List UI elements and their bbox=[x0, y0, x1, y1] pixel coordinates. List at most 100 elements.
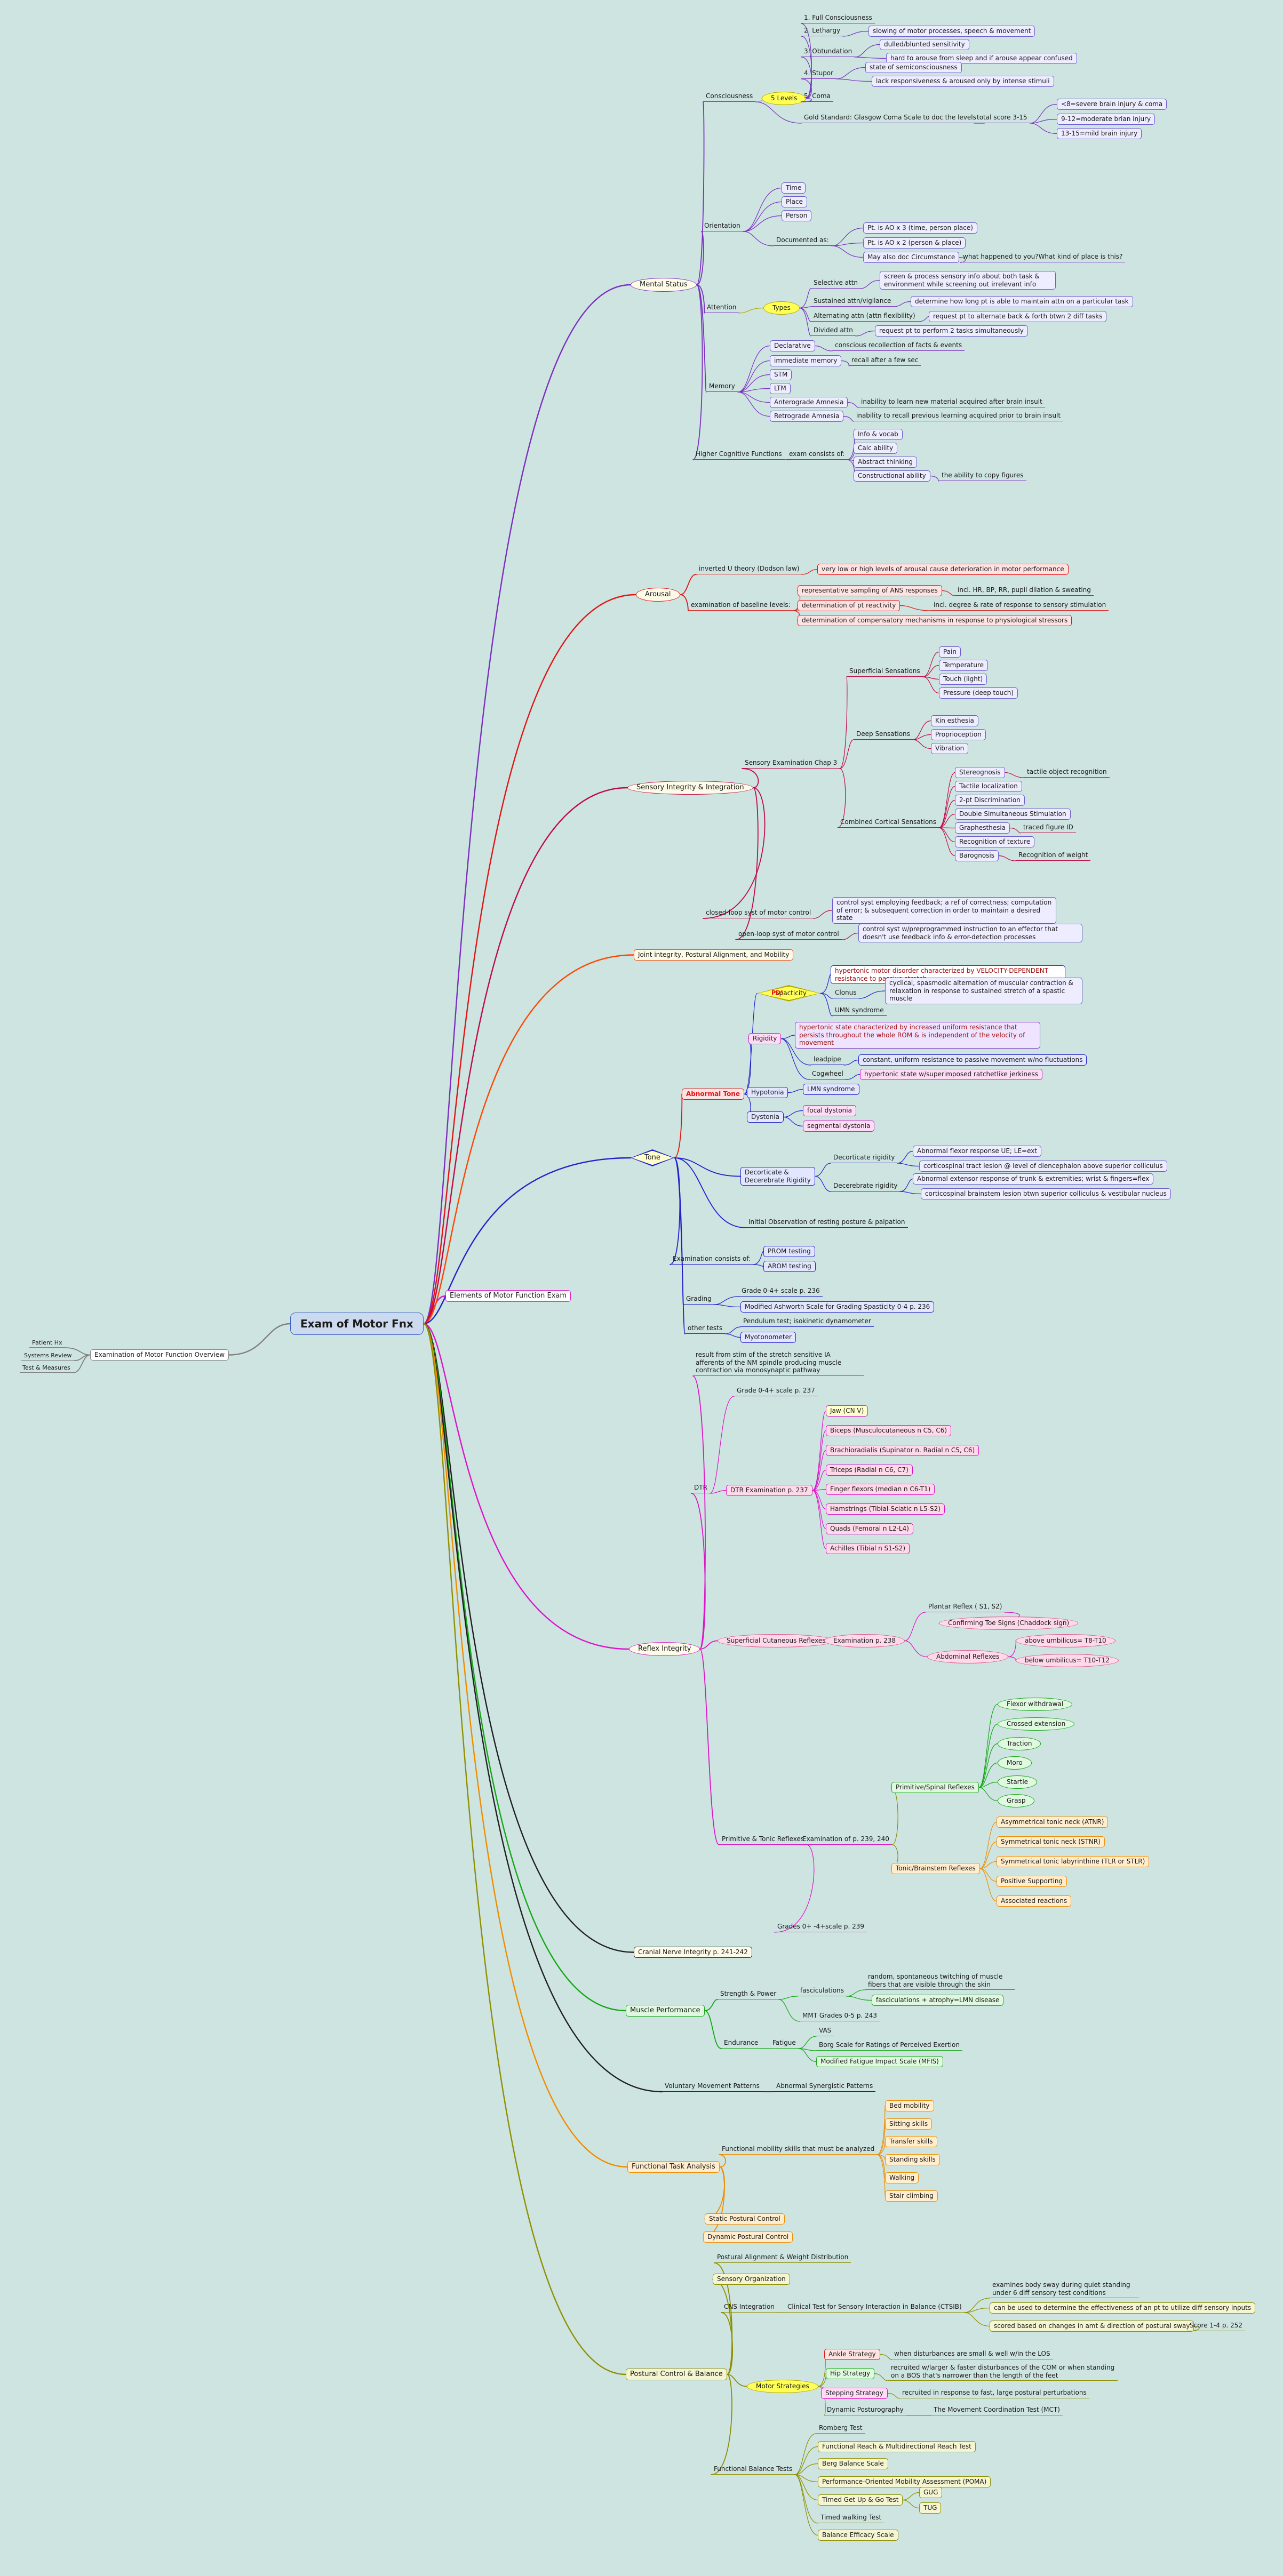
open-loop-desc[interactable]: control syst w/preprogrammed instruction… bbox=[858, 924, 1082, 943]
fasciculations-desc[interactable]: random, spontaneous twitching of muscle … bbox=[865, 1972, 1015, 1990]
patient-hx[interactable]: Patient Hx bbox=[29, 1339, 65, 1348]
voluntary-patterns[interactable]: Voluntary Movement Patterns bbox=[662, 2082, 762, 2092]
sensory-organization[interactable]: Sensory Organization bbox=[713, 2274, 790, 2285]
decerebrate[interactable]: Decerebrate rigidity bbox=[831, 1181, 901, 1191]
mem-anterograde-desc[interactable]: inability to learn new material acquired… bbox=[858, 397, 1045, 407]
dtr-brachioradialis[interactable]: Brachioradialis (Supinator n. Radial n C… bbox=[826, 1445, 979, 1456]
mct[interactable]: The Movement Coordination Test (MCT) bbox=[931, 2405, 1063, 2415]
berg[interactable]: Berg Balance Scale bbox=[818, 2458, 888, 2469]
standing-skills[interactable]: Standing skills bbox=[885, 2154, 940, 2165]
cutaneous-exam[interactable]: Examination p. 238 bbox=[824, 1634, 905, 1647]
exam-overview[interactable]: Examination of Motor Function Overview bbox=[90, 1349, 229, 1361]
mmt-grades[interactable]: MMT Grades 0-5 p. 243 bbox=[800, 2011, 880, 2021]
documented-as[interactable]: Documented as: bbox=[774, 236, 832, 246]
gcs-moderate[interactable]: 9-12=moderate brian injury bbox=[1057, 114, 1156, 125]
rigidity[interactable]: Rigidity bbox=[748, 1033, 782, 1044]
primitive-tonic[interactable]: Primitive & Tonic Reflexes bbox=[719, 1835, 807, 1845]
stupor-desc-2[interactable]: lack responsiveness & aroused only by in… bbox=[872, 76, 1054, 87]
arousal[interactable]: Arousal bbox=[636, 588, 680, 602]
arom-testing[interactable]: AROM testing bbox=[763, 1261, 816, 1272]
motor-strategies[interactable]: Motor Strategies bbox=[747, 2380, 818, 2393]
gcs-mild[interactable]: 13-15=mild brain injury bbox=[1057, 128, 1142, 139]
obtundation-desc-1[interactable]: dulled/blunted sensitivity bbox=[880, 39, 969, 50]
pt-reactivity-desc[interactable]: incl. degree & rate of response to senso… bbox=[931, 601, 1109, 611]
tone-other-tests[interactable]: other tests bbox=[685, 1324, 726, 1334]
plantar-reflex[interactable]: Plantar Reflex ( S1, S2) bbox=[926, 1602, 1005, 1612]
decorticate[interactable]: Decorticate rigidity bbox=[831, 1153, 898, 1163]
open-loop[interactable]: open-loop syst of motor control bbox=[736, 930, 842, 940]
pressure-deep[interactable]: Pressure (deep touch) bbox=[939, 687, 1018, 699]
mem-ltm[interactable]: LTM bbox=[770, 383, 791, 394]
closed-loop-desc[interactable]: control syst employing feedback; a ref o… bbox=[832, 897, 1056, 924]
functional-mobility[interactable]: Functional mobility skills that must be … bbox=[719, 2145, 878, 2155]
stnr[interactable]: Symmetrical tonic neck (STNR) bbox=[997, 1836, 1105, 1847]
tug[interactable]: TUG bbox=[919, 2502, 942, 2514]
barognosis[interactable]: Barognosis bbox=[955, 850, 999, 861]
postural-balance[interactable]: Postural Control & Balance bbox=[626, 2369, 727, 2380]
borg-scale[interactable]: Borg Scale for Ratings of Perceived Exer… bbox=[816, 2041, 962, 2051]
attn-types[interactable]: Types bbox=[763, 301, 800, 315]
ctsib-desc-3[interactable]: scored based on changes in amt & directi… bbox=[990, 2321, 1194, 2332]
dtr-achilles[interactable]: Achilles (Tibial n S1-S2) bbox=[826, 1543, 910, 1554]
doc-circumstance[interactable]: May also doc Circumstance bbox=[863, 252, 960, 263]
hypotonia[interactable]: Hypotonia bbox=[747, 1087, 788, 1098]
superficial-cutaneous[interactable]: Superficial Cutaneous Reflexes bbox=[718, 1634, 835, 1647]
myotonometer[interactable]: Myotonometer bbox=[740, 1332, 796, 1343]
abnormal-tone[interactable]: Abnormal Tone bbox=[682, 1089, 744, 1100]
texture-recognition[interactable]: Recognition of texture bbox=[955, 836, 1035, 847]
higher-cog-exam[interactable]: exam consists of: bbox=[786, 450, 848, 460]
attn-divided[interactable]: Divided attn bbox=[811, 326, 856, 336]
sensory-exam[interactable]: Sensory Examination Chap 3 bbox=[742, 758, 840, 769]
clonus[interactable]: Clonus bbox=[832, 988, 859, 998]
positive-supporting[interactable]: Positive Supporting bbox=[997, 1876, 1067, 1887]
barognosis-desc[interactable]: Recognition of weight bbox=[1016, 851, 1091, 861]
dystonia[interactable]: Dystonia bbox=[747, 1111, 784, 1123]
tests-measures[interactable]: Test & Measures bbox=[20, 1364, 73, 1373]
functional-reach[interactable]: Functional Reach & Multidirectional Reac… bbox=[818, 2441, 976, 2452]
tug-test[interactable]: Timed Get Up & Go Test bbox=[818, 2494, 903, 2506]
five-levels[interactable]: 5 Levels bbox=[762, 92, 807, 105]
attn-alternating-desc[interactable]: request pt to alternate back & forth btw… bbox=[929, 311, 1107, 322]
traction[interactable]: Traction bbox=[998, 1737, 1041, 1750]
dtr-biceps[interactable]: Biceps (Musculocutaneous n C5, C6) bbox=[826, 1425, 952, 1436]
inverted-u[interactable]: inverted U theory (Dodson law) bbox=[696, 564, 802, 574]
leadpipe[interactable]: leadpipe bbox=[811, 1055, 844, 1065]
cog-abstract[interactable]: Abstract thinking bbox=[854, 457, 917, 468]
primitive-spinal[interactable]: Primitive/Spinal Reflexes bbox=[891, 1782, 979, 1793]
fatigue[interactable]: Fatigue bbox=[770, 2038, 799, 2049]
vas[interactable]: VAS bbox=[816, 2026, 834, 2036]
segmental-dystonia[interactable]: segmental dystonia bbox=[803, 1121, 875, 1132]
flexor-withdrawal[interactable]: Flexor withdrawal bbox=[998, 1698, 1073, 1711]
dtr-triceps[interactable]: Triceps (Radial n C6, C7) bbox=[826, 1465, 913, 1476]
compensatory-mech[interactable]: determination of compensatory mechanisms… bbox=[798, 615, 1072, 626]
dtr-hamstrings[interactable]: Hamstrings (Tibial-Sciatic n L5-S2) bbox=[826, 1503, 945, 1515]
kinesthesia[interactable]: Kin esthesia bbox=[931, 715, 978, 726]
tone-exam-consists[interactable]: Examination consists of: bbox=[670, 1254, 754, 1265]
sensory-integrity[interactable]: Sensory Integrity & Integration bbox=[627, 781, 753, 795]
ans-sampling[interactable]: representative sampling of ANS responses bbox=[798, 585, 942, 596]
cogwheel-desc[interactable]: hypertonic state w/superimposed ratchetl… bbox=[860, 1069, 1043, 1080]
lethargy-desc[interactable]: slowing of motor processes, speech & mov… bbox=[868, 26, 1035, 37]
decort-decer[interactable]: Decorticate & Decerebrate Rigidity bbox=[740, 1167, 815, 1186]
lvl-full[interactable]: 1. Full Consciousness bbox=[801, 13, 875, 23]
ashworth[interactable]: Modified Ashworth Scale for Grading Spas… bbox=[740, 1301, 935, 1313]
attn-divided-desc[interactable]: request pt to perform 2 tasks simultaneo… bbox=[875, 325, 1028, 337]
lmn-syndrome[interactable]: LMN syndrome bbox=[803, 1084, 859, 1095]
romberg[interactable]: Romberg Test bbox=[816, 2423, 865, 2434]
poma[interactable]: Performance-Oriented Mobility Assessment… bbox=[818, 2476, 991, 2487]
bed-mobility[interactable]: Bed mobility bbox=[885, 2100, 934, 2111]
postural-alignment[interactable]: Postural Alignment & Weight Distribution bbox=[714, 2253, 851, 2263]
inverted-u-desc[interactable]: very low or high levels of arousal cause… bbox=[817, 564, 1069, 575]
decerebrate-desc-2[interactable]: corticospinal brainstem lesion btwn supe… bbox=[921, 1188, 1171, 1199]
dtr[interactable]: DTR bbox=[691, 1483, 710, 1493]
stlr[interactable]: Symmetrical tonic labyrinthine (TLR or S… bbox=[997, 1856, 1150, 1867]
dtr-exam[interactable]: DTR Examination p. 237 bbox=[726, 1485, 812, 1496]
associated-reactions[interactable]: Associated reactions bbox=[997, 1895, 1072, 1907]
pendulum[interactable]: Pendulum test; isokinetic dynamometer bbox=[740, 1317, 874, 1327]
hip-strategy[interactable]: Hip Strategy bbox=[826, 2368, 875, 2379]
atnr[interactable]: Asymmetrical tonic neck (ATNR) bbox=[997, 1817, 1109, 1828]
cranial-nerve[interactable]: Cranial Nerve Integrity p. 241-242 bbox=[634, 1947, 752, 1958]
synergistic-patterns[interactable]: Abnormal Synergistic Patterns bbox=[774, 2082, 876, 2092]
prom-testing[interactable]: PROM testing bbox=[763, 1246, 815, 1257]
static-postural[interactable]: Static Postural Control bbox=[705, 2213, 785, 2225]
